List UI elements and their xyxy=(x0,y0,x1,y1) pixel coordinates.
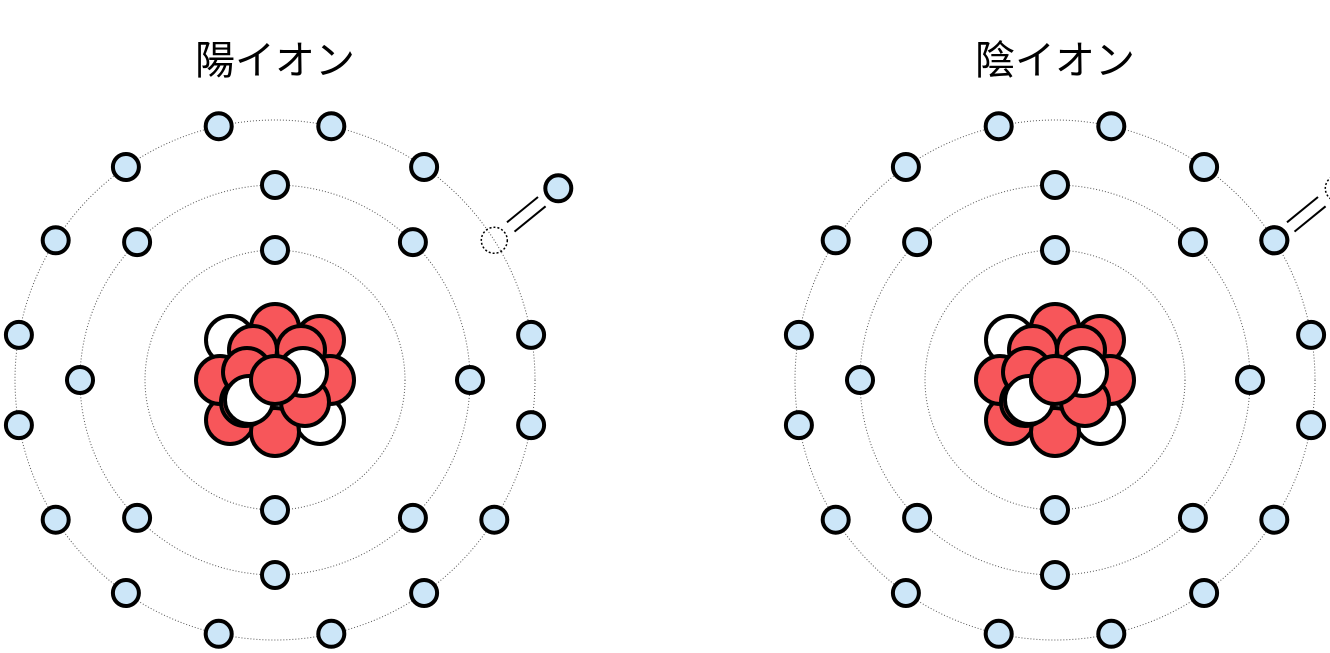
electron xyxy=(1040,170,1070,200)
electron xyxy=(983,111,1014,142)
proton xyxy=(249,354,301,406)
electron xyxy=(122,227,153,258)
electron xyxy=(397,227,428,258)
moving-electron xyxy=(1259,225,1290,256)
electron xyxy=(820,504,851,535)
electron xyxy=(983,618,1014,649)
electron xyxy=(1177,502,1208,533)
electron xyxy=(1296,410,1327,441)
electron xyxy=(1189,578,1220,608)
electron xyxy=(3,410,34,441)
electron xyxy=(260,235,290,265)
motion-line xyxy=(1293,205,1327,233)
vacant-electron-position xyxy=(1324,177,1330,200)
electron xyxy=(110,578,141,608)
cation-shell-3-orbit xyxy=(14,119,536,641)
vacant-electron-position xyxy=(480,226,509,255)
electron xyxy=(122,502,153,533)
electron xyxy=(516,410,547,441)
electron xyxy=(409,152,440,182)
electron xyxy=(260,560,290,590)
cation-atom xyxy=(3,111,574,649)
motion-line xyxy=(506,196,539,224)
anion-atom xyxy=(783,111,1330,649)
electron xyxy=(1235,365,1265,395)
electron xyxy=(40,225,71,256)
electron xyxy=(65,365,95,395)
electron xyxy=(1040,235,1070,265)
electron xyxy=(40,504,71,535)
moving-electron xyxy=(543,173,574,204)
electron xyxy=(455,365,485,395)
electron xyxy=(1296,319,1327,350)
electron xyxy=(479,504,510,535)
electron xyxy=(890,578,921,608)
electron xyxy=(316,618,347,649)
electron xyxy=(409,578,440,608)
electron xyxy=(110,152,141,182)
electron xyxy=(3,319,34,350)
electron xyxy=(1259,504,1290,535)
electron xyxy=(203,111,234,142)
electron xyxy=(397,502,428,533)
anion-nucleus xyxy=(974,302,1136,458)
electron xyxy=(260,495,290,525)
electron xyxy=(1040,495,1070,525)
electron xyxy=(783,410,814,441)
motion-line xyxy=(513,205,547,233)
electron xyxy=(902,502,933,533)
electron xyxy=(203,618,234,649)
electron xyxy=(516,319,547,350)
electron xyxy=(820,225,851,256)
electron xyxy=(890,152,921,182)
electron xyxy=(783,319,814,350)
anion-title: 陰イオン xyxy=(975,38,1135,84)
electron xyxy=(1096,618,1127,649)
cation-title: 陽イオン xyxy=(195,38,355,84)
electron xyxy=(1096,111,1127,142)
electron xyxy=(902,227,933,258)
cation-nucleus xyxy=(194,302,356,458)
proton xyxy=(1029,354,1081,406)
electron xyxy=(845,365,875,395)
electron xyxy=(1189,152,1220,182)
electron xyxy=(316,111,347,142)
motion-line xyxy=(1286,196,1319,224)
electron xyxy=(1177,227,1208,258)
electron xyxy=(260,170,290,200)
anion-shell-3-orbit xyxy=(794,119,1316,641)
electron xyxy=(1040,560,1070,590)
